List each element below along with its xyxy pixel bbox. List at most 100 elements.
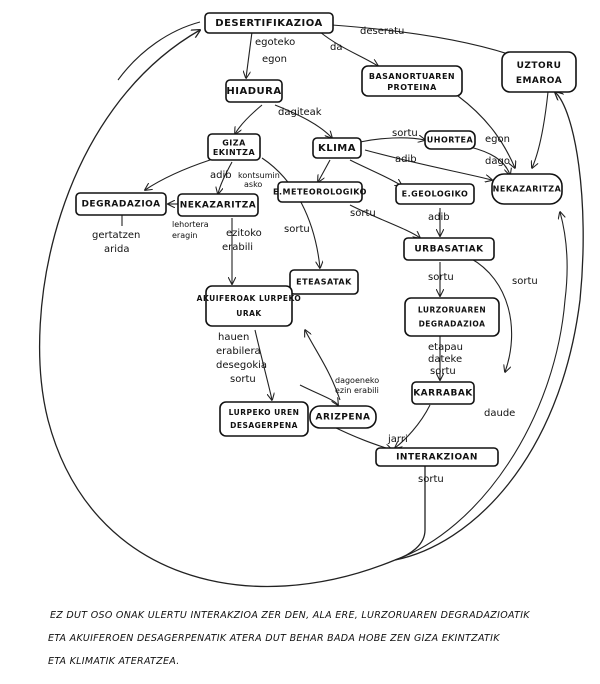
svg-text:INTERAKZIOAN: INTERAKZIOAN	[396, 453, 478, 463]
label-daude: daude	[484, 408, 515, 419]
edge-giza-nek	[218, 161, 233, 194]
label-arida: arida	[104, 244, 130, 255]
edge-urb-karr	[469, 257, 513, 372]
node-karrabak: KARRABAK	[411, 381, 475, 405]
edge-akui-lurpeko	[254, 329, 272, 400]
edge-klima-meteo	[318, 159, 331, 182]
edge-klima-uhortea	[359, 138, 425, 142]
label-sortu-8: sortu	[418, 474, 444, 485]
edge-deseratu	[331, 24, 520, 58]
edge-loop-top	[117, 21, 201, 81]
node-eteasatak: ETEASATAK	[289, 269, 359, 295]
svg-text:KLIMA: KLIMA	[318, 143, 356, 154]
label-sortu-2: sortu	[350, 208, 376, 219]
label-dagoeneko: dagoeneko	[335, 376, 379, 385]
edge-giza-degr	[145, 159, 211, 190]
edge-big-loop-right	[394, 92, 584, 561]
svg-text:E.GEOLOGIKO: E.GEOLOGIKO	[402, 190, 469, 199]
label-deseratu: deseratu	[360, 26, 404, 37]
svg-text:URBASATIAK: URBASATIAK	[414, 245, 484, 255]
note-line-1: EZ DUT OSO ONAK ULERTU INTERAKZIOA ZER D…	[50, 610, 530, 621]
svg-text:ETEASATAK: ETEASATAK	[296, 278, 352, 287]
label-erabilera: erabilera	[216, 346, 261, 357]
label-dago: dago	[485, 156, 510, 167]
edge-karr-inter	[395, 404, 431, 448]
label-dateke: dateke	[428, 354, 462, 365]
node-klima: KLIMA	[312, 137, 362, 159]
svg-text:NEKAZARITZA: NEKAZARITZA	[493, 185, 562, 194]
node-hiadura: HIADURA	[225, 79, 283, 103]
edge-desert-hiadura	[246, 31, 253, 78]
note-line-2: ETA AKUIFEROEN DESAGERPENATIK ATERA DUT …	[48, 633, 500, 644]
node-nekazaritza-right: NEKAZARITZA	[491, 173, 563, 205]
label-adib-2: adib	[210, 170, 232, 181]
bottom-note: EZ DUT OSO ONAK ULERTU INTERAKZIOA ZER D…	[48, 610, 530, 667]
edge-meteo-urb	[349, 204, 420, 238]
edge-hiadura-klima	[274, 104, 332, 138]
label-erabili: erabili	[222, 242, 253, 253]
label-ezin-erabili: ezin erabili	[335, 386, 379, 395]
node-uhortea: UHORTEA	[424, 130, 476, 150]
label-sortu-1: sortu	[392, 128, 418, 139]
svg-text:NEKAZARITZA: NEKAZARITZA	[180, 201, 257, 211]
edge-basanortu-nekazaritza	[457, 95, 515, 168]
edges	[39, 21, 584, 588]
edge-akui-ariz	[299, 384, 338, 405]
edge-hiadura-giza	[235, 104, 263, 134]
node-interakzioan: INTERAKZIOAN	[375, 447, 499, 467]
label-eragin: eragin	[172, 231, 197, 240]
edge-labels: deseratu da egoteko egon dagiteak sortu …	[92, 26, 538, 485]
label-sortu-6: sortu	[230, 374, 256, 385]
edge-loop-nek	[394, 212, 568, 561]
label-asko: asko	[244, 180, 262, 189]
node-desertifikazioa: DESERTIFIKAZIOA	[204, 12, 334, 34]
svg-text:DESERTIFIKAZIOA: DESERTIFIKAZIOA	[215, 18, 322, 29]
label-dagiteak: dagiteak	[278, 107, 322, 118]
label-sortu-3: sortu	[284, 224, 310, 235]
label-adib-3: adib	[428, 212, 450, 223]
label-etapau: etapau	[428, 342, 463, 353]
edge-da	[319, 31, 378, 66]
label-egoteko: egoteko	[255, 37, 295, 48]
node-nekazaritza: NEKAZARITZA	[177, 193, 259, 217]
label-egon: egon	[262, 54, 287, 65]
edge-uztoru-nek	[532, 91, 549, 168]
edge-uhortea-nek	[469, 146, 510, 175]
label-sortu-7: sortu	[430, 366, 456, 377]
label-adib-1: adib	[395, 154, 417, 165]
label-ezitoko: ezitoko	[226, 228, 262, 239]
svg-text:KARRABAK: KARRABAK	[413, 389, 473, 399]
label-egon-2: egon	[485, 134, 510, 145]
label-hauen: hauen	[218, 332, 249, 343]
label-desegokia: desegokia	[216, 360, 267, 371]
label-gertatzen: gertatzen	[92, 230, 140, 241]
label-da: da	[330, 42, 342, 53]
node-e-meteorologiko: E.METEOROLOGIKO	[273, 181, 366, 203]
svg-text:UHORTEA: UHORTEA	[427, 136, 474, 145]
svg-text:HIADURA: HIADURA	[226, 86, 281, 97]
node-degradazioa: DEGRADAZIOA	[75, 192, 167, 216]
node-urbasatiak: URBASATIAK	[403, 237, 495, 261]
edge-giza-eteas	[261, 157, 320, 268]
edge-big-loop-left	[39, 30, 396, 588]
node-e-geologiko: E.GEOLOGIKO	[395, 183, 475, 205]
label-lehortera: lehortera	[172, 220, 209, 229]
node-arizpena: ARIZPENA	[309, 405, 377, 429]
edge-arizpena-akui	[305, 330, 341, 401]
edge-klima-nek	[364, 149, 492, 180]
label-sortu-5: sortu	[512, 276, 538, 287]
svg-text:DEGRADAZIOA: DEGRADAZIOA	[81, 200, 160, 210]
svg-text:ARIZPENA: ARIZPENA	[315, 413, 370, 423]
